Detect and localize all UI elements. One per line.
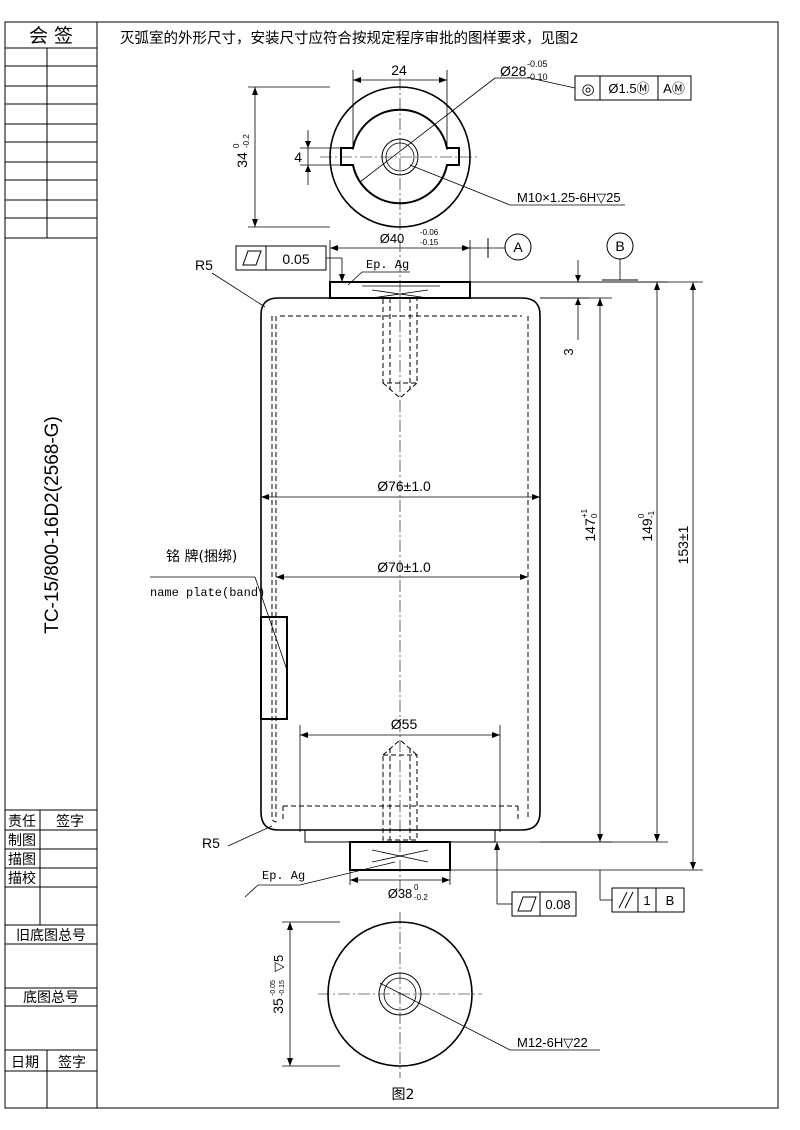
parallel-value: 1 [643, 893, 650, 908]
top-height-dim: 34 0 -0.2 [232, 134, 251, 168]
base-number-label: 底图总号 [23, 990, 79, 1006]
svg-text:-0.05: -0.05 [270, 980, 277, 996]
svg-text:0: 0 [590, 513, 599, 518]
bottom-view [282, 912, 600, 1078]
top-thread-spec: M10×1.25-6H▽25 [517, 190, 621, 205]
plating-bottom: Ep. Ag [262, 869, 305, 883]
top-dia-dim: Ø28 [500, 63, 527, 79]
responsibility-label: 责任 [8, 814, 36, 830]
countersign-label: 会 签 [29, 25, 73, 47]
top-dia-tol-upper: -0.05 [527, 59, 548, 69]
dim-3: 3 [561, 348, 576, 355]
bottom-thread-spec: M12-6H▽22 [517, 1035, 588, 1050]
position-datum: AⓂ [663, 81, 685, 96]
bottom-stem-dia-upper: 0 [414, 883, 419, 892]
bottom-height-dim: 35 -0.05 -0.15 ▽5 [270, 955, 286, 1014]
old-base-number-label: 旧底图总号 [16, 928, 86, 944]
parallel-datum: B [666, 893, 675, 908]
main-view [150, 232, 703, 917]
radius-bottom: R5 [202, 835, 220, 851]
svg-text:-1: -1 [647, 510, 656, 518]
svg-text:147: 147 [582, 518, 598, 542]
svg-text:34: 34 [234, 152, 250, 168]
traced-label: 描图 [8, 852, 36, 868]
svg-text:+1: +1 [580, 508, 589, 518]
position-tolerance-frame: ◎ Ø1.5Ⓜ AⓂ [529, 75, 692, 101]
bottom-stem-dia: Ø38 [388, 886, 413, 901]
top-width-dim: 24 [391, 62, 407, 78]
top-stem-dia: Ø40 [380, 231, 405, 246]
svg-text:-0.2: -0.2 [242, 134, 251, 148]
bottom-dia: Ø55 [391, 716, 418, 732]
signature-label: 签字 [56, 813, 84, 830]
top-stem-dia-upper: -0.06 [420, 228, 439, 237]
dim-147: 147 +1 0 [580, 508, 599, 541]
svg-text:-0.15: -0.15 [279, 980, 286, 996]
drawing-code: TC-15/800-16D2(2568-G) [42, 416, 63, 634]
svg-text:0: 0 [637, 513, 646, 518]
inner-dia: Ø70±1.0 [377, 559, 431, 575]
dim-149: 149 0 -1 [637, 510, 656, 541]
nameplate-cn: 铭 牌(捆绑) [166, 548, 237, 565]
proofread-label: 描校 [8, 870, 36, 887]
bottom-stem-dia-lower: -0.2 [414, 893, 428, 902]
datum-a-label: A [513, 239, 523, 255]
top-view [248, 70, 625, 238]
outer-dia: Ø76±1.0 [377, 478, 431, 494]
countersign-grid [5, 47, 97, 239]
svg-text:0: 0 [232, 143, 241, 148]
radius-top: R5 [195, 257, 213, 273]
flatness-bottom-value: 0.08 [545, 897, 570, 912]
position-value: Ø1.5Ⓜ [608, 81, 649, 96]
slot-dim: 4 [294, 149, 302, 165]
drawing-border [4, 21, 779, 1109]
signature-label-2: 签字 [58, 1054, 86, 1071]
svg-text:35: 35 [270, 998, 286, 1014]
drawn-label: 制图 [8, 833, 36, 849]
signature-grid [5, 809, 97, 1108]
svg-text:149: 149 [639, 518, 655, 542]
svg-text:▽5: ▽5 [271, 955, 286, 972]
flatness-top-value: 0.05 [282, 251, 309, 267]
drawing-note: 灭弧室的外形尺寸，安装尺寸应符合按规定程序审批的图样要求，见图2 [120, 29, 579, 47]
date-label: 日期 [11, 1055, 39, 1071]
plating-top: Ep. Ag [366, 258, 409, 272]
top-dia-tol-lower: -0.10 [527, 72, 548, 82]
position-symbol: ◎ [581, 81, 594, 98]
top-stem-dia-lower: -0.15 [420, 238, 439, 247]
dim-153: 153±1 [675, 525, 691, 564]
figure-label: 图2 [392, 1087, 415, 1103]
nameplate-en: name plate(band) [150, 586, 265, 600]
datum-b-label: B [615, 238, 624, 254]
